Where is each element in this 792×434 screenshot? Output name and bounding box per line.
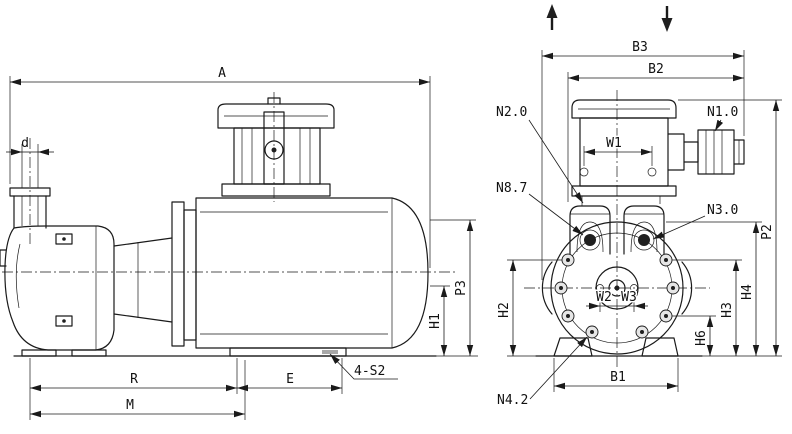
dim-a-label: A [218, 66, 226, 81]
dim-e-label: E [286, 372, 294, 387]
left-view: A d P3 H1 R E M 4-S2 [0, 66, 478, 420]
suction-port [569, 205, 611, 255]
terminal-box-side [217, 97, 335, 197]
callout-n2-label: N2.0 [496, 105, 527, 120]
discharge-port [623, 205, 665, 255]
dim-p2-label: P2 [760, 224, 775, 240]
dim-h6-label: H6 [694, 330, 709, 346]
dim-s2-label: 4-S2 [354, 364, 385, 379]
left-view-dimensions: A d P3 H1 R E M 4-S2 [6, 66, 476, 420]
motor-side [195, 197, 429, 357]
port-callouts: N2.0 N1.0 N8.7 N3.0 N4.2 [496, 105, 738, 408]
dim-b1-label: B1 [610, 370, 626, 385]
dim-w3-label: W3 [621, 290, 637, 305]
callout-n8-label: N8.7 [496, 181, 527, 196]
dim-w1-label: W1 [606, 136, 622, 151]
dim-d-label: d [21, 136, 29, 151]
dim-r-label: R [130, 372, 138, 387]
casing-bolts [554, 253, 680, 339]
left-view-centerlines [2, 92, 456, 273]
callout-n4-label: N4.2 [497, 393, 528, 408]
bracket-and-flange [113, 201, 197, 347]
dim-w2-label: W2 [596, 290, 612, 305]
dim-h2-label: H2 [497, 302, 512, 318]
callout-n1-label: N1.0 [707, 105, 738, 120]
right-view-dimensions: B3 B2 W1 W2 W3 P2 H4 [497, 40, 782, 392]
terminal-box-front [571, 99, 677, 206]
dim-h4-label: H4 [740, 284, 755, 300]
dim-b3-label: B3 [632, 40, 648, 55]
flow-direction-arrows [546, 4, 673, 32]
right-view: B3 B2 W1 W2 W3 P2 H4 [496, 4, 782, 408]
cable-gland [667, 129, 745, 175]
callout-n3-label: N3.0 [707, 203, 738, 218]
dim-b2-label: B2 [648, 62, 664, 77]
pump-feet-front [553, 337, 679, 357]
dim-h1-label: H1 [428, 313, 443, 329]
pump-casing-side [0, 187, 115, 357]
dim-h3-label: H3 [720, 302, 735, 318]
right-view-centerlines [524, 90, 710, 368]
pump-casing-front [541, 205, 693, 357]
dim-m-label: M [126, 398, 134, 413]
dim-p3-label: P3 [454, 280, 469, 296]
